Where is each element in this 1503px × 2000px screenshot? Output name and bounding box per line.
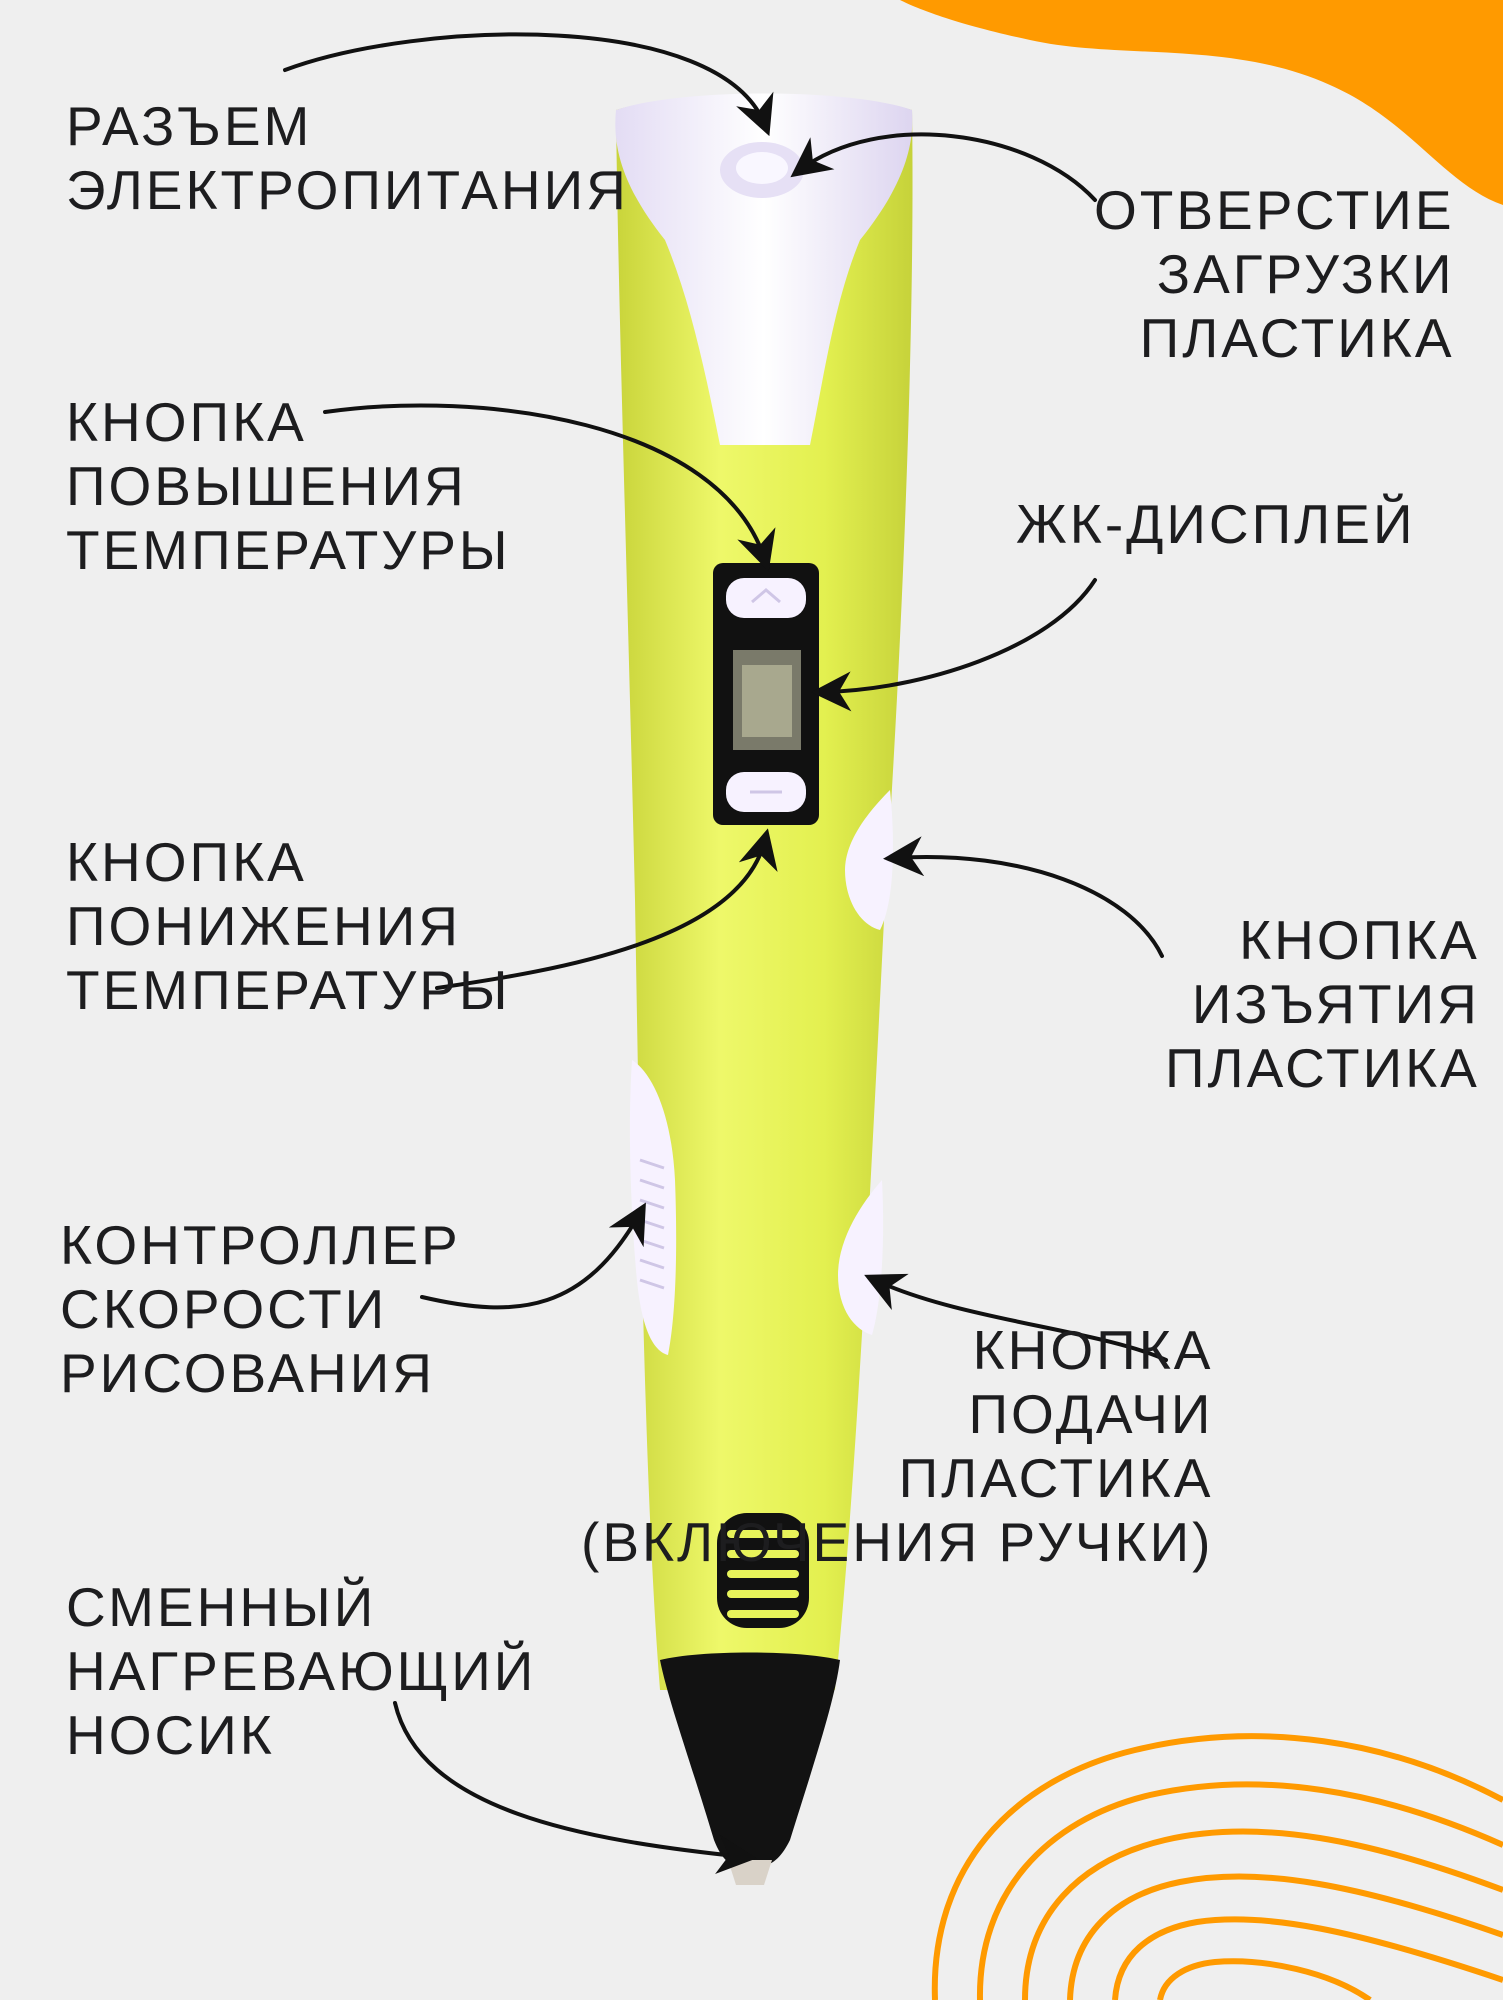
label-plastic-inlet: Отверстие загрузки пластика xyxy=(1094,179,1455,369)
eject-key xyxy=(845,790,893,930)
pen-body xyxy=(616,95,913,1690)
arrow-power xyxy=(283,32,774,137)
callout-arrows xyxy=(283,32,1168,1875)
label-lcd-display: ЖК-дисплей xyxy=(1016,493,1416,555)
label-temp-up-button: Кнопка повышения температуры xyxy=(66,391,511,581)
label-temp-down-button: Кнопка понижения температуры xyxy=(66,831,511,1021)
arrow-temp-up xyxy=(323,403,776,572)
label-feed-button: Кнопка подачи пластика (включения ручки) xyxy=(581,1319,1214,1573)
arrow-inlet xyxy=(790,132,1097,202)
arrow-temp-down xyxy=(435,828,778,990)
label-speed-controller: Контроллер скорости рисования xyxy=(60,1214,461,1404)
label-nozzle: Сменный нагревающий носик xyxy=(66,1576,537,1766)
arrow-lcd xyxy=(811,578,1097,712)
orange-rings-decoration xyxy=(931,1733,1503,2000)
arrow-speed xyxy=(420,1202,646,1310)
arrow-nozzle xyxy=(393,1701,757,1875)
arrow-eject xyxy=(883,836,1164,958)
label-power-connector: Разъем электропитания xyxy=(66,95,629,221)
nozzle xyxy=(660,1652,840,1868)
pen-cap xyxy=(615,93,913,445)
label-eject-button: Кнопка изъятия пластика xyxy=(1165,909,1480,1099)
orange-corner-shape xyxy=(900,0,1503,205)
arrow-feed xyxy=(864,1273,1168,1362)
temp-up-key xyxy=(726,578,806,618)
3d-pen xyxy=(615,93,913,1885)
